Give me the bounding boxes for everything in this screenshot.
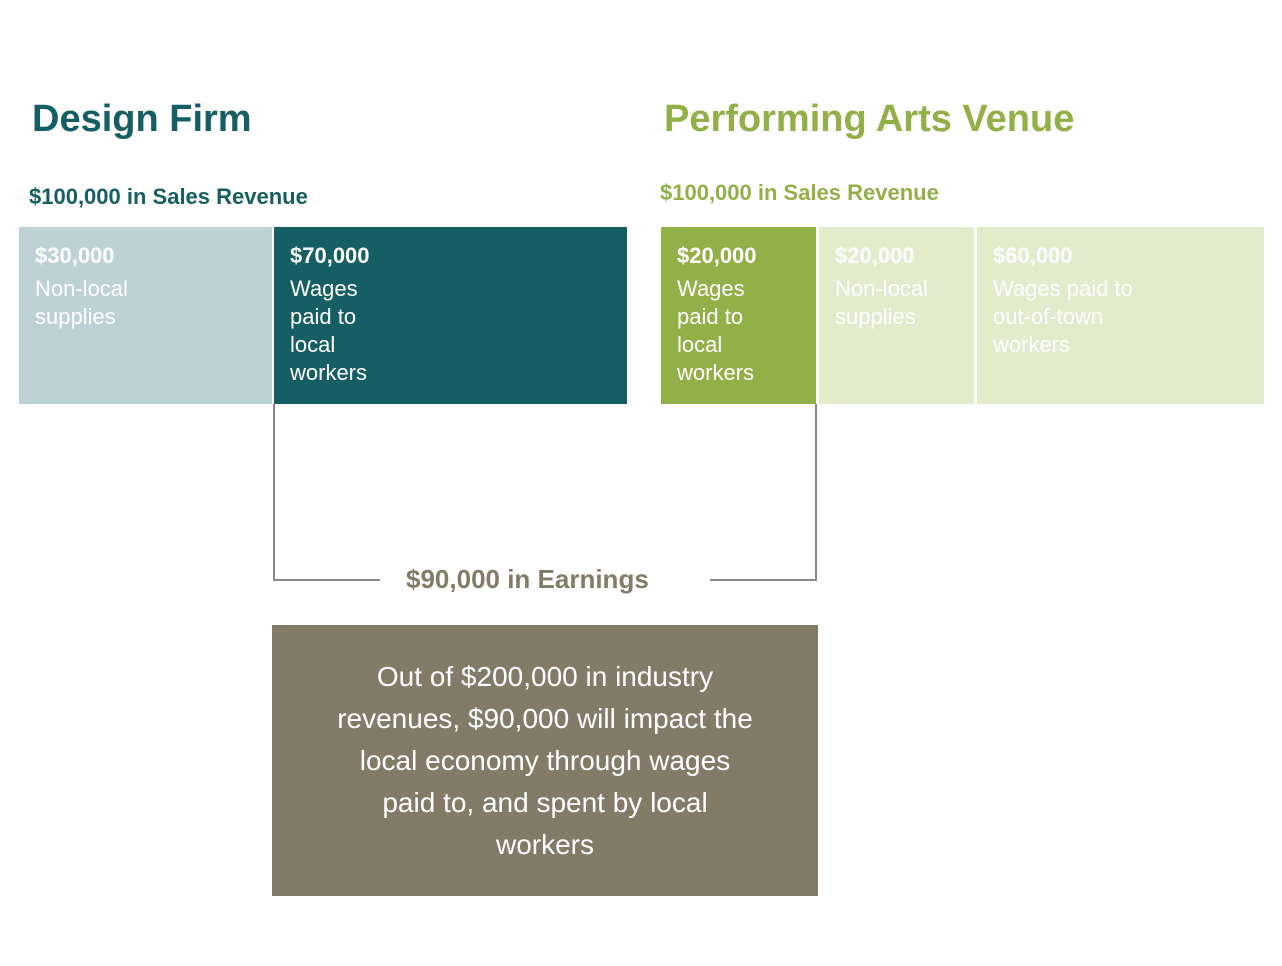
connector-right-vertical [815,404,817,581]
connector-right-horizontal [710,579,817,581]
venue-wages-out-of-town-segment: $60,000 Wages paid to out-of-town worker… [977,227,1264,404]
connector-left-vertical [273,404,275,581]
segment-label: Wages paid to out-of-town workers [993,276,1133,357]
venue-supplies-segment: $20,000 Non-local supplies [819,227,974,404]
venue-wages-local-segment: $20,000 Wages paid to local workers [661,227,816,404]
segment-label: Non-local supplies [835,276,928,329]
earnings-label: $90,000 in Earnings [406,564,649,594]
segment-label: Wages paid to local workers [677,276,755,385]
segment-label: Wages paid to local workers [290,276,368,385]
segment-amount: $60,000 [993,243,1073,268]
segment-amount: $70,000 [290,243,370,268]
design-firm-title: Design Firm [32,98,252,140]
segment-label: Non-local supplies [35,276,128,329]
segment-amount: $30,000 [35,243,115,268]
design-firm-wages-segment: $70,000 Wages paid to local workers [274,227,627,404]
segment-amount: $20,000 [835,243,915,268]
venue-revenue-label: $100,000 in Sales Revenue [660,180,939,205]
segment-amount: $20,000 [677,243,757,268]
design-firm-supplies-segment: $30,000 Non-local supplies [19,227,272,404]
design-firm-revenue-label: $100,000 in Sales Revenue [29,184,308,209]
venue-title: Performing Arts Venue [664,98,1075,140]
earnings-summary-text: Out of $200,000 in industry revenues, $9… [337,660,753,860]
earnings-summary-box: Out of $200,000 in industry revenues, $9… [272,625,818,896]
connector-left-horizontal [273,579,380,581]
